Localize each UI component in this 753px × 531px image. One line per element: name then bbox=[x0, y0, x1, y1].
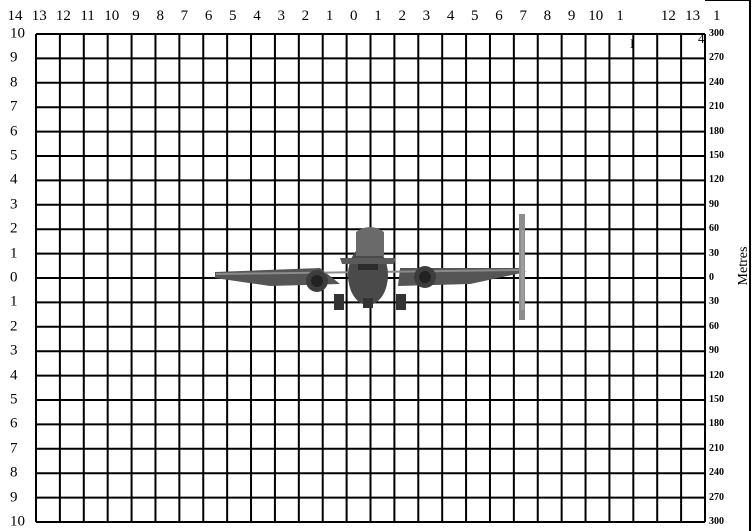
top-axis-label: 3 bbox=[277, 8, 285, 24]
top-axis-label: 14 bbox=[7, 8, 23, 24]
left-axis-label: 9 bbox=[10, 49, 18, 66]
right-axis-label: 150 bbox=[709, 394, 724, 405]
top-axis-label: 6 bbox=[204, 8, 213, 24]
right-frame-line bbox=[749, 0, 751, 531]
left-axis-label: 7 bbox=[10, 440, 18, 457]
right-axis-label: 90 bbox=[709, 198, 719, 210]
left-axis-label: 1 bbox=[10, 245, 18, 262]
top-axis-label: 2 bbox=[398, 8, 406, 24]
top-axis-label: 2 bbox=[301, 8, 310, 24]
left-axis-label: 10 bbox=[10, 513, 25, 530]
top-axis-label: 10 bbox=[588, 8, 604, 24]
right-axis-label: 0 bbox=[709, 272, 714, 283]
left-axis-label: 3 bbox=[10, 196, 18, 213]
right-axis-label: 300 bbox=[709, 28, 724, 39]
right-winglet-core bbox=[521, 230, 524, 310]
top-axis-label: 4 bbox=[253, 8, 261, 24]
right-engine-inlet bbox=[419, 271, 431, 283]
right-axis-label: 270 bbox=[709, 52, 724, 64]
left-axis-label: 5 bbox=[10, 391, 18, 408]
right-axis-label: 60 bbox=[709, 320, 719, 332]
right-axis-label: 30 bbox=[709, 247, 719, 259]
right-axis-label: 210 bbox=[709, 101, 724, 113]
right-axis-label: 90 bbox=[709, 345, 719, 357]
right-axis-label: 210 bbox=[709, 442, 724, 454]
top-axis-label: 3 bbox=[422, 8, 431, 24]
stray-mark-2: 4 bbox=[698, 31, 705, 46]
nose-gear bbox=[363, 298, 373, 308]
top-axis-label: 11 bbox=[80, 8, 95, 24]
right-axis-label: 240 bbox=[709, 467, 724, 479]
top-axis-label: 1 bbox=[713, 8, 721, 24]
top-axis-label: 1 bbox=[374, 8, 382, 24]
right-axis-label: 300 bbox=[709, 516, 724, 527]
cockpit-window bbox=[358, 264, 378, 270]
right-axis-label: 60 bbox=[709, 223, 719, 235]
vertical-tail bbox=[356, 227, 384, 256]
left-axis-label: 0 bbox=[10, 269, 18, 286]
left-axis-label: 2 bbox=[10, 220, 18, 237]
top-axis-label: 6 bbox=[495, 8, 503, 24]
left-axis-label: 7 bbox=[10, 98, 18, 115]
left-main-gear bbox=[334, 294, 344, 310]
top-axis-label: 5 bbox=[229, 8, 237, 24]
right-axis-label: 240 bbox=[709, 76, 724, 88]
top-axis-label: 1 bbox=[325, 8, 334, 24]
right-main-gear bbox=[396, 294, 406, 310]
right-axis-label: 120 bbox=[709, 369, 724, 381]
left-axis-label: 9 bbox=[10, 489, 18, 506]
top-axis-label: 13 bbox=[31, 8, 47, 24]
left-axis-label: 8 bbox=[10, 74, 18, 91]
top-axis-label: 4 bbox=[446, 8, 455, 24]
top-axis-label: 10 bbox=[104, 8, 120, 24]
top-axis-label: 9 bbox=[567, 8, 576, 24]
right-axis-label: 180 bbox=[709, 125, 724, 137]
left-axis-label: 6 bbox=[10, 123, 18, 140]
horizontal-stabiliser bbox=[340, 258, 396, 264]
right-axis-label: 120 bbox=[709, 174, 724, 186]
stray-mark-1: I bbox=[630, 36, 635, 51]
right-axis-label: 150 bbox=[709, 150, 724, 161]
left-axis-label: 4 bbox=[10, 367, 18, 384]
left-axis-label: 4 bbox=[10, 171, 18, 188]
top-axis-label: 5 bbox=[471, 8, 479, 24]
left-axis-label: 6 bbox=[10, 415, 18, 432]
top-axis-label: 8 bbox=[156, 8, 164, 24]
top-axis-label: 9 bbox=[132, 8, 140, 24]
top-axis-label: 12 bbox=[55, 8, 71, 24]
top-axis-label: 7 bbox=[519, 8, 527, 24]
top-frame-line bbox=[705, 0, 751, 1]
left-axis-label: 2 bbox=[10, 318, 18, 335]
left-axis-label: 1 bbox=[10, 293, 18, 310]
right-axis-label: 30 bbox=[709, 296, 719, 308]
left-axis-label: 5 bbox=[10, 147, 18, 164]
left-axis-label: 3 bbox=[10, 342, 18, 359]
aircraft-front-view-icon bbox=[215, 214, 526, 320]
top-axis-label: 8 bbox=[543, 8, 552, 24]
top-axis-label: 0 bbox=[350, 8, 358, 24]
right-axis-label: 180 bbox=[709, 418, 724, 430]
right-axis-label: 270 bbox=[709, 491, 724, 503]
top-axis-label: 1 bbox=[616, 8, 624, 24]
left-axis-label: 8 bbox=[10, 464, 18, 481]
top-axis-label: 7 bbox=[180, 8, 189, 24]
top-axis-label: 12 bbox=[660, 8, 676, 24]
left-engine-inlet bbox=[311, 275, 323, 287]
left-axis-label: 10 bbox=[10, 25, 25, 42]
top-axis-label: 13 bbox=[685, 8, 701, 24]
